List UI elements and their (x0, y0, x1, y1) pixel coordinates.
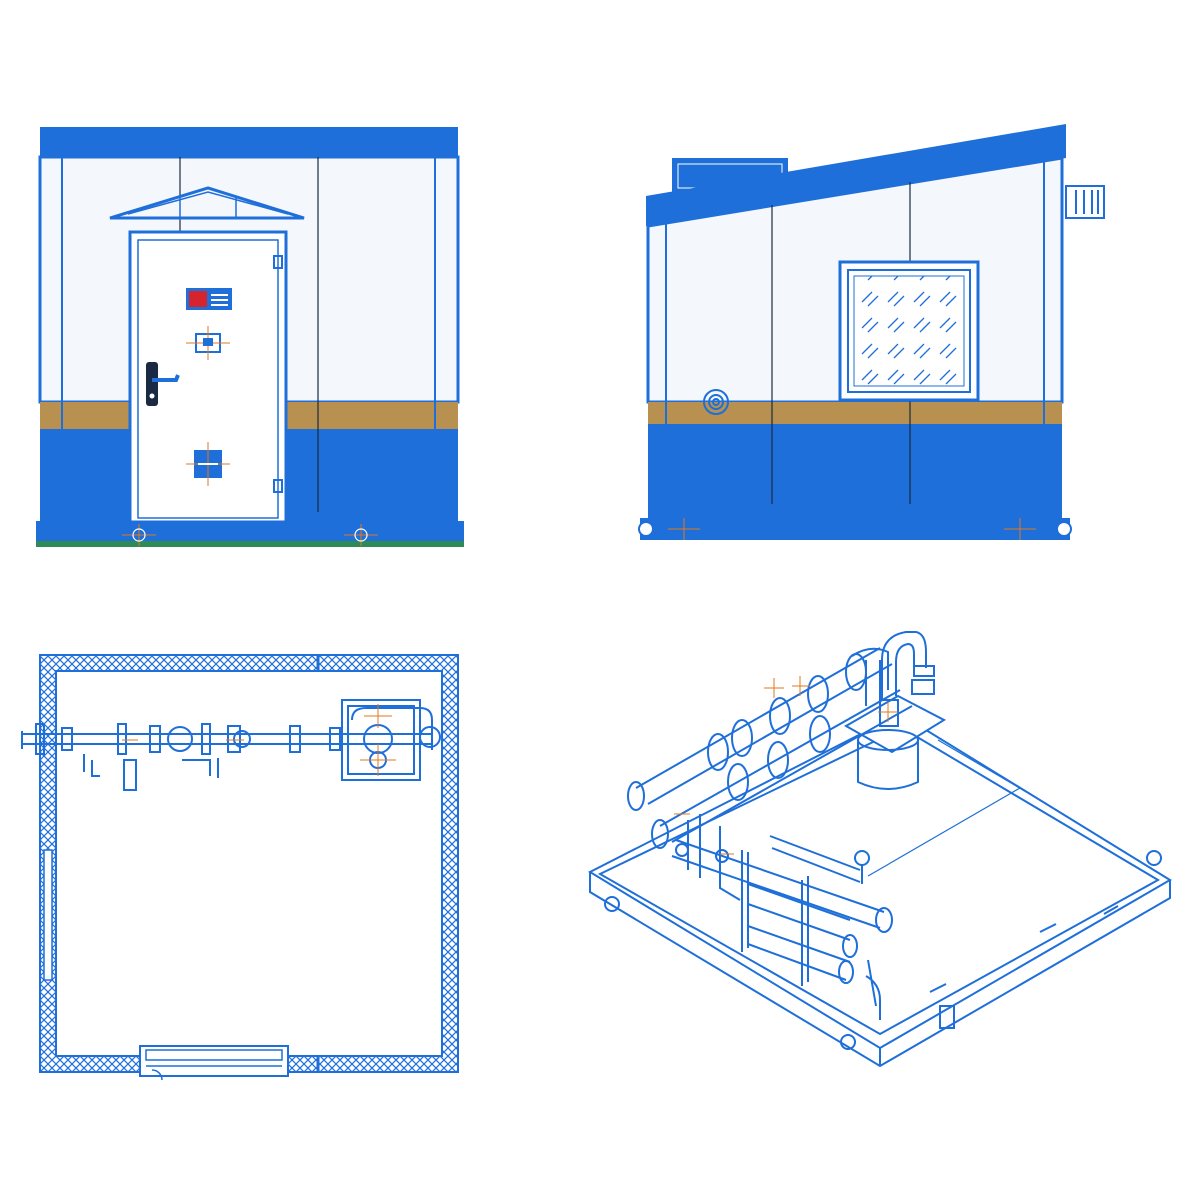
front-base-frame (36, 521, 464, 547)
side-base-frame (638, 518, 1072, 540)
front-door (128, 230, 288, 524)
door-handle-icon (146, 362, 180, 406)
front-wall-pilasters (61, 157, 436, 521)
iso-vertical-supports (687, 814, 809, 986)
plan-door-opening (139, 1045, 289, 1081)
side-pilasters (665, 161, 1045, 518)
iso-main-pipeline (627, 647, 913, 849)
side-brown-band (648, 402, 1062, 424)
side-elevation-view (638, 124, 1105, 540)
door-canopy (109, 186, 305, 220)
isometric-view (587, 631, 1172, 1068)
plan-gas-pipeline (21, 723, 441, 791)
warning-sign (186, 288, 232, 310)
side-exhaust-louvre (1065, 185, 1105, 219)
front-roof-band (40, 127, 458, 157)
plan-side-window (43, 849, 53, 981)
plan-center-marks (122, 704, 396, 776)
iso-floor-lines (867, 739, 1041, 877)
iso-lower-manifold (671, 835, 893, 1020)
side-lower-blue (648, 424, 1062, 518)
side-sloped-roof (646, 124, 1066, 226)
door-vent-plate (186, 326, 230, 360)
pressure-gauge-icon (675, 843, 870, 884)
plan-heater-unit (341, 699, 433, 781)
iso-center-marks (674, 676, 898, 855)
plan-view (21, 654, 459, 1081)
door-hinge-icon (273, 255, 283, 493)
door-lower-vent (186, 442, 230, 486)
iso-base-skid (587, 712, 1172, 1068)
front-elevation-view (36, 127, 464, 547)
side-window (838, 260, 980, 402)
cable-gland-icon (703, 389, 729, 415)
plan-insulated-walls (39, 654, 459, 1073)
